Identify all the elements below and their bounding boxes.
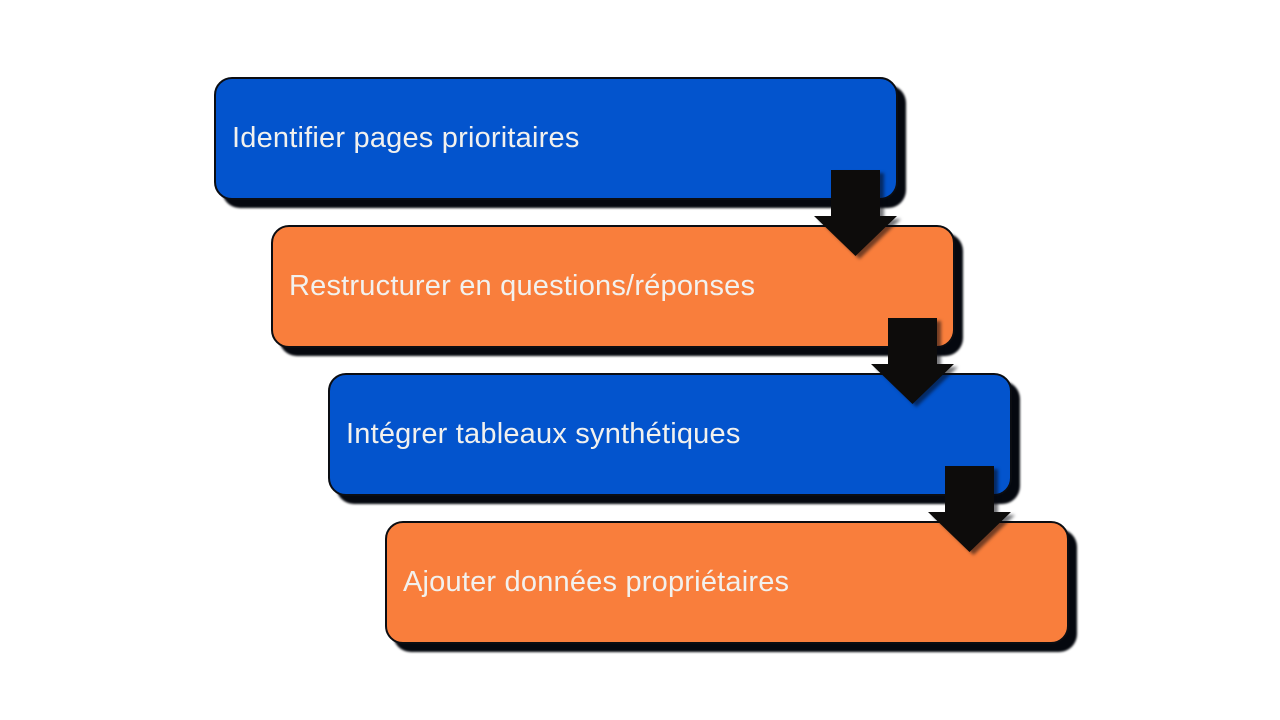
step-label: Intégrer tableaux synthétiques	[346, 418, 741, 450]
step-box-4: Ajouter données propriétaires	[385, 521, 1069, 644]
step-label: Ajouter données propriétaires	[403, 566, 790, 598]
step-box-1: Identifier pages prioritaires	[214, 77, 898, 200]
step-box-3: Intégrer tableaux synthétiques	[328, 373, 1012, 496]
step-label: Restructurer en questions/réponses	[289, 270, 756, 302]
down-arrow-icon	[814, 170, 897, 256]
step-label: Identifier pages prioritaires	[232, 122, 580, 154]
step-box-2: Restructurer en questions/réponses	[271, 225, 955, 348]
down-arrow-icon	[928, 466, 1011, 552]
down-arrow-icon	[871, 318, 954, 404]
